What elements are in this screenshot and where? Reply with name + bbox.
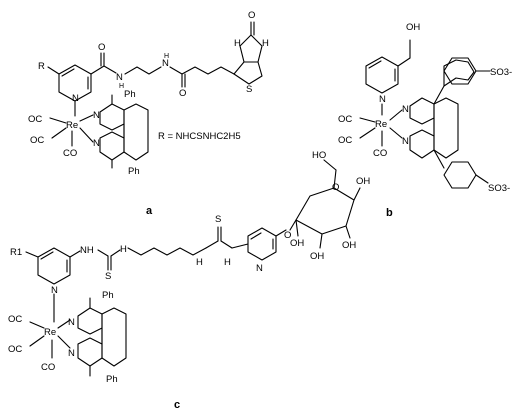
biotin-carbonyl-o: O (248, 10, 255, 21)
co-b-1: OC (338, 114, 352, 125)
co-a-2: OC (30, 135, 44, 146)
phenyl-c-bottom: Ph (106, 374, 118, 385)
thiourea-nh-4: H (224, 257, 231, 268)
sugar-ho-top: HO (312, 150, 326, 161)
structure-b: OH N Re OC OC CO N N SO3- SO3- b (338, 22, 512, 219)
phen-n-b-1: N (402, 104, 409, 115)
sulfonate-b-top: SO3- (490, 67, 512, 78)
rhenium-b: Re (375, 119, 387, 130)
phen-n-c-1: N (68, 317, 75, 328)
phen-n-a-2: N (93, 138, 100, 149)
co-a-3: CO (63, 148, 77, 159)
amide-h-1: H (119, 83, 124, 90)
co-c-3: CO (41, 362, 55, 373)
pyridine-n-a: N (72, 93, 79, 104)
sugar-oh-4: OH (290, 238, 304, 249)
biotin-nh-right: H (262, 38, 269, 49)
thiourea-s-2: S (215, 214, 221, 225)
rhenium-c: Re (44, 327, 56, 338)
co-c-2: OC (8, 344, 22, 355)
structure-a: R O N H N H O S H H O N Re OC OC CO N N … (28, 10, 269, 217)
sulfonate-b-bottom: SO3- (488, 183, 510, 194)
thiourea-nh-1: NH (80, 245, 94, 256)
r-definition: R = NHCSNHC2H5 (158, 131, 241, 142)
phenyl-c-top: Ph (102, 290, 114, 301)
co-b-2: OC (338, 135, 352, 146)
panel-label-c: c (174, 399, 180, 411)
rhenium-a: Re (66, 120, 78, 131)
biotin-nh-left: H (234, 38, 241, 49)
amide-nh-1: N (116, 72, 123, 83)
thiourea-s-1: S (105, 271, 111, 282)
panel-label-b: b (386, 207, 393, 219)
phen-n-b-2: N (402, 136, 409, 147)
sugar-oh-1: OH (356, 176, 370, 187)
thiourea-nh-3: H (196, 257, 203, 268)
r-label: R (38, 61, 45, 72)
co-c-1: OC (8, 314, 22, 325)
sugar-oh-3: OH (310, 251, 324, 262)
co-b-3: CO (373, 148, 387, 159)
biotin-sulfur: S (246, 84, 252, 95)
sugar-ring-oxygen: O (332, 182, 339, 193)
panel-label-a: a (146, 205, 153, 217)
structure-c: R1 N NH S H H S H N O O HO OH OH OH OH R… (8, 150, 370, 411)
phen-n-c-2: N (68, 348, 75, 359)
pyridine-n-c: N (51, 285, 58, 296)
phenyl-a-top: Ph (124, 89, 136, 100)
pyridine-n-b: N (379, 94, 386, 105)
thiourea-nh-2: H (120, 244, 127, 255)
co-a-1: OC (28, 114, 42, 125)
r1-label: R1 (10, 247, 22, 258)
amide-nh-2: N (162, 58, 169, 69)
sugar-oh-2: OH (342, 240, 356, 251)
glycoside-oxygen: O (284, 230, 291, 241)
phenyl-a-bottom: Ph (128, 166, 140, 177)
phen-n-a-1: N (93, 110, 100, 121)
hydroxymethyl-oh: OH (406, 22, 420, 33)
amide-h-2: H (164, 53, 169, 60)
amide-oxygen-2: O (179, 88, 186, 99)
pyridine-n-c-2: N (256, 263, 263, 274)
amide-oxygen: O (98, 42, 105, 53)
